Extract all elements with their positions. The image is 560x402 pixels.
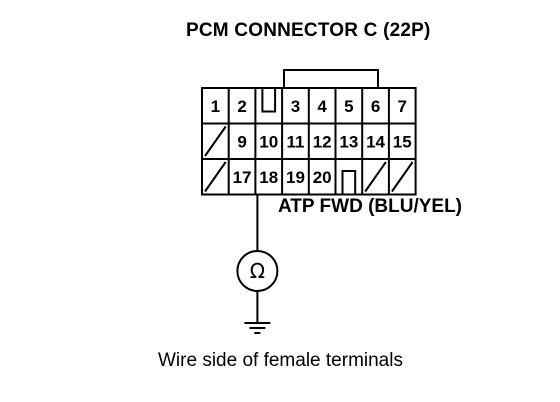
pin-label-2: 2: [237, 97, 246, 116]
connector-key-notch: [261, 88, 277, 113]
connector-key-notch: [341, 170, 357, 195]
pin-label-6: 6: [371, 97, 380, 116]
pin-label-18: 18: [259, 168, 278, 187]
empty-cavity-slash: [364, 161, 387, 193]
pin-label-15: 15: [393, 132, 412, 151]
pin-label-12: 12: [313, 132, 332, 151]
pin-label-17: 17: [233, 168, 252, 187]
caption: Wire side of female terminals: [158, 350, 403, 371]
pin-label-3: 3: [291, 97, 300, 116]
pin-label-4: 4: [317, 97, 327, 116]
pin-label-20: 20: [313, 168, 332, 187]
wire-label: ATP FWD (BLU/YEL): [278, 196, 462, 217]
ohm-icon: Ω: [250, 259, 265, 283]
empty-cavity-slash: [391, 161, 414, 193]
pin-label-14: 14: [366, 132, 385, 151]
connector-title: PCM CONNECTOR C (22P): [186, 20, 431, 41]
pin-label-5: 5: [344, 97, 353, 116]
pin-label-19: 19: [286, 168, 305, 187]
pin-label-9: 9: [237, 132, 246, 151]
empty-cavity-slash: [204, 161, 227, 193]
connector-lock-tab: [283, 69, 379, 88]
pin-label-1: 1: [211, 97, 220, 116]
pin-label-13: 13: [339, 132, 358, 151]
pin-label-7: 7: [398, 97, 407, 116]
pin-label-10: 10: [259, 132, 278, 151]
empty-cavity-slash: [204, 125, 227, 157]
pin-label-11: 11: [286, 132, 304, 151]
